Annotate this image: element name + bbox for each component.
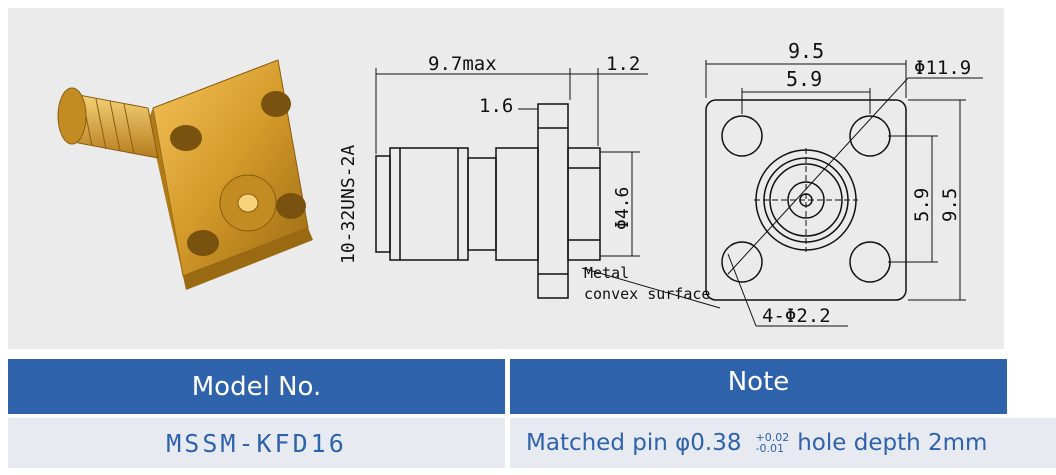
- dim-thread: 10-32UNS-2A: [338, 145, 359, 264]
- side-view: [375, 103, 601, 299]
- dim-mount-holes: 4-Φ2.2: [762, 305, 831, 327]
- dim-length-max: 9.7max: [428, 53, 497, 75]
- dim-flange-offset: 1.2: [606, 53, 640, 75]
- dim-circle-diameter: Φ11.9: [914, 57, 971, 79]
- surface-note-line1: Metal: [584, 264, 629, 282]
- dim-flange-thickness: 1.6: [479, 95, 513, 117]
- technical-drawing: 9.7max 1.2 1.6 10-32UNS-2A Φ4.6 Metal co…: [57, 39, 983, 327]
- tolerance-plus: +0.02: [755, 431, 790, 444]
- front-view: [705, 99, 907, 301]
- tolerance-minus: -0.01: [755, 442, 784, 455]
- dim-flange-width: 9.5: [788, 39, 824, 63]
- tolerance: +0.02 -0.01: [756, 432, 790, 454]
- note-prefix: Matched pin φ0.38: [526, 430, 742, 456]
- connector-illustration: [57, 59, 313, 290]
- drawing-panel: 9.7max 1.2 1.6 10-32UNS-2A Φ4.6 Metal co…: [8, 8, 1004, 349]
- surface-note-line2: convex surface: [584, 285, 710, 303]
- dim-hole-spacing-vertical: 5.9: [911, 188, 933, 222]
- dim-hole-spacing: 5.9: [786, 67, 822, 91]
- side-dimension-lines: [375, 68, 721, 309]
- note-suffix: hole depth 2mm: [797, 430, 988, 456]
- dim-flange-height: 9.5: [939, 188, 961, 222]
- header-note: Note: [510, 359, 1007, 414]
- header-model-no: Model No.: [8, 359, 505, 414]
- dim-body-diameter: Φ4.6: [612, 187, 633, 230]
- cell-model-no: MSSM-KFD16: [8, 418, 505, 468]
- front-dimension-lines: [705, 60, 983, 327]
- cell-note: Matched pin φ0.38 +0.02 -0.01 hole depth…: [510, 418, 1056, 468]
